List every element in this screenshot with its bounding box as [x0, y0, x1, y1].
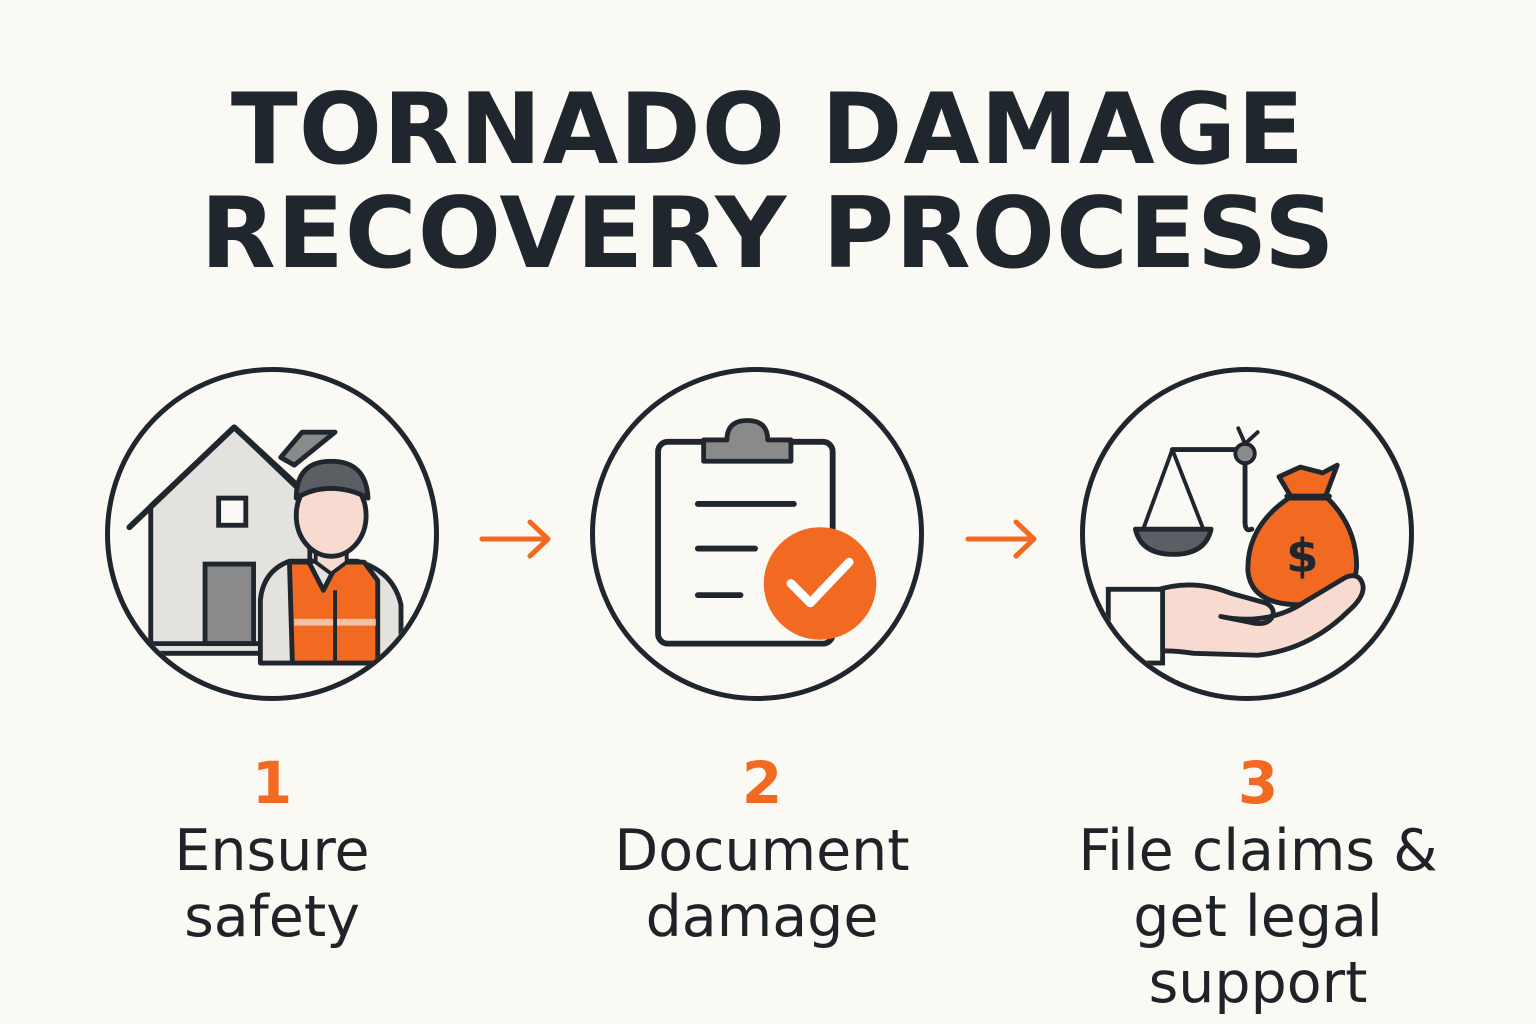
step-number: 1 — [251, 749, 293, 817]
step-label-line-2: damage — [645, 884, 879, 950]
svg-text:$: $ — [1286, 529, 1318, 583]
step-3-circle: $ — [1080, 367, 1414, 701]
step-label-line-1: Document — [614, 818, 910, 884]
scales-hand-money-bag-icon: $ — [1105, 426, 1366, 666]
step-3: 3 File claims & get legal support — [1018, 752, 1498, 1016]
arrow-right-icon — [965, 519, 1037, 559]
step-2: 2 Document damage — [522, 752, 1002, 950]
step-label-line-1: File claims & — [1078, 818, 1438, 884]
arrow-right-icon — [479, 519, 551, 559]
step-number: 3 — [1237, 749, 1279, 817]
step-label-line-2: get legal support — [1133, 884, 1383, 1016]
title-line-1: TORNADO DAMAGE — [230, 73, 1306, 187]
step-1-circle — [105, 367, 439, 701]
step-1: 1 Ensure safety — [32, 752, 512, 950]
house-and-safety-worker-icon — [126, 424, 404, 666]
step-label-line-1: Ensure — [174, 818, 370, 884]
title-line-2: RECOVERY PROCESS — [200, 177, 1336, 291]
step-number: 2 — [741, 749, 783, 817]
step-label-line-2: safety — [184, 884, 360, 950]
step-2-circle — [590, 367, 924, 701]
page-title: TORNADO DAMAGE RECOVERY PROCESS — [0, 78, 1536, 286]
clipboard-checkmark-icon — [655, 418, 877, 647]
